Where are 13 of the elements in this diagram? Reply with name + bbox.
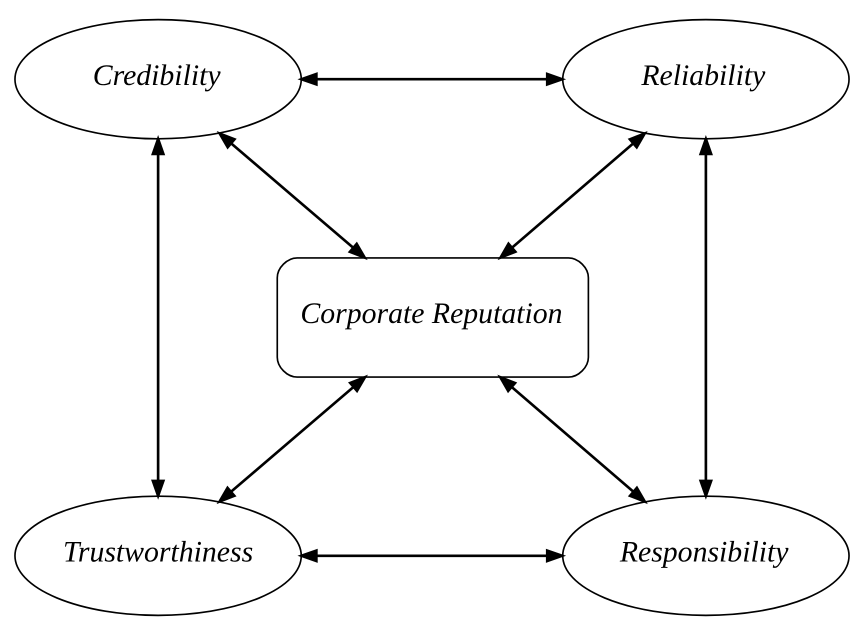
arrow	[216, 374, 368, 504]
node-ellipse: Responsibility	[562, 494, 850, 616]
arrow	[297, 72, 566, 86]
node-ellipse: Trustworthiness	[14, 494, 302, 616]
node-box: Corporate Reputation	[276, 256, 590, 378]
arrow	[297, 548, 566, 562]
arrow	[216, 130, 368, 260]
node-ellipse: Credibility	[14, 18, 302, 140]
arrow	[497, 374, 648, 504]
arrow	[698, 134, 713, 500]
arrow	[498, 130, 648, 260]
node-ellipse: Reliability	[562, 18, 850, 140]
arrow	[151, 134, 166, 500]
